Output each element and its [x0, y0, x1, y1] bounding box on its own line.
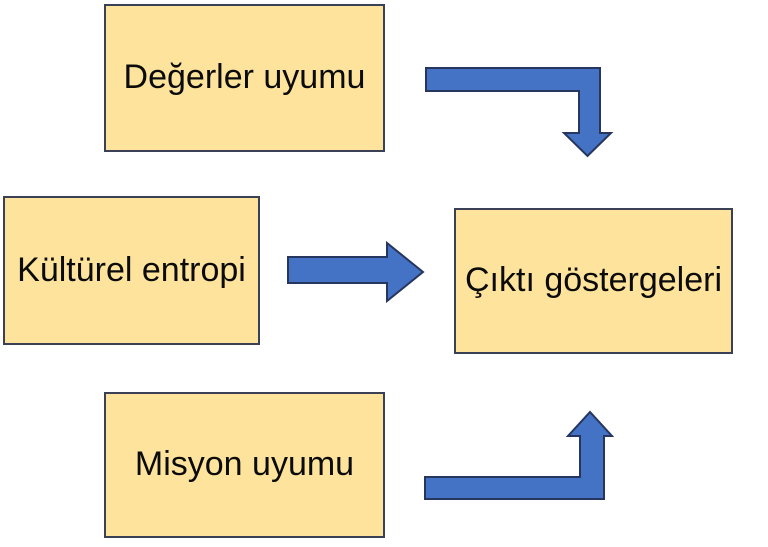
node-degerler-uyumu-label: Değerler uyumu [123, 58, 366, 97]
node-cikti-gostergeleri-label: Çıktı göstergeleri [465, 261, 722, 300]
node-cikti-gostergeleri: Çıktı göstergeleri [454, 208, 733, 354]
bent-arrow-right-then-down-icon [425, 67, 614, 158]
node-misyon-uyumu: Misyon uyumu [104, 392, 385, 538]
node-misyon-uyumu-label: Misyon uyumu [134, 445, 355, 484]
node-kulturel-entropi-label: Kültürel entropi [17, 250, 246, 289]
node-degerler-uyumu: Değerler uyumu [104, 4, 385, 152]
node-kulturel-entropi: Kültürel entropi [3, 196, 260, 345]
bent-arrow-right-then-up-icon [424, 410, 615, 500]
right-arrow-icon [287, 240, 425, 304]
